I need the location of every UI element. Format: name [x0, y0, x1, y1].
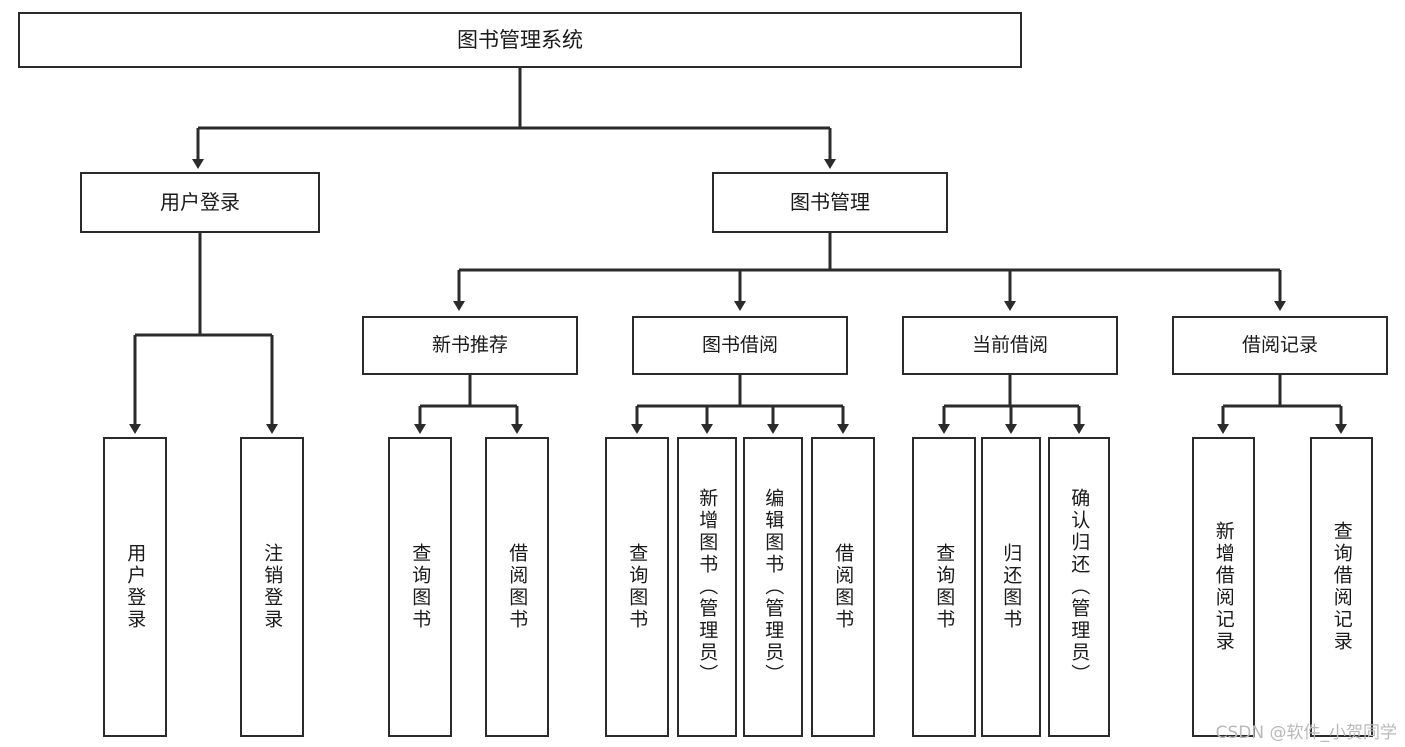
leaf-label: 查询借阅记录 [1330, 521, 1353, 653]
leaf-current-return-book[interactable]: 归还图书 [981, 437, 1041, 737]
leaf-user-login-logout[interactable]: 注销登录 [240, 437, 304, 737]
node-current-borrow-label: 当前借阅 [971, 334, 1048, 357]
leaf-current-query-book[interactable]: 查询图书 [912, 437, 976, 737]
node-root[interactable]: 图书管理系统 [18, 12, 1022, 68]
node-user-login[interactable]: 用户登录 [80, 172, 320, 233]
leaf-user-login-login[interactable]: 用户登录 [103, 437, 167, 737]
leaf-borrow-add-book-admin[interactable]: 新增图书（管理员） [677, 437, 737, 737]
leaf-recommend-query-book[interactable]: 查询图书 [388, 437, 452, 737]
node-book-borrow[interactable]: 图书借阅 [632, 316, 848, 375]
leaf-recommend-borrow-book[interactable]: 借阅图书 [485, 437, 549, 737]
node-user-login-label: 用户登录 [160, 189, 240, 214]
leaf-label: 编辑图书（管理员） [762, 488, 785, 686]
node-root-label: 图书管理系统 [457, 27, 583, 52]
leaf-label: 借阅图书 [832, 543, 855, 631]
leaf-label: 查询图书 [933, 543, 956, 631]
node-book-management[interactable]: 图书管理 [712, 172, 948, 233]
leaf-label: 注销登录 [261, 543, 284, 631]
leaf-borrow-query-book[interactable]: 查询图书 [605, 437, 669, 737]
leaf-label: 新增借阅记录 [1212, 521, 1235, 653]
leaf-current-confirm-return-admin[interactable]: 确认归还（管理员） [1048, 437, 1110, 737]
leaf-label: 用户登录 [124, 543, 147, 631]
leaf-borrow-borrow-book[interactable]: 借阅图书 [811, 437, 875, 737]
leaf-label: 查询图书 [626, 543, 649, 631]
leaf-record-query-record[interactable]: 查询借阅记录 [1310, 437, 1373, 737]
leaf-borrow-edit-book-admin[interactable]: 编辑图书（管理员） [743, 437, 803, 737]
node-book-borrow-label: 图书借阅 [701, 334, 778, 357]
node-borrow-record-label: 借阅记录 [1241, 334, 1318, 357]
node-current-borrow[interactable]: 当前借阅 [902, 316, 1118, 375]
leaf-record-add-record[interactable]: 新增借阅记录 [1192, 437, 1255, 737]
leaf-label: 归还图书 [1000, 543, 1023, 631]
csdn-watermark: CSDN @软件_小贺同学 [1215, 723, 1397, 743]
leaf-label: 新增图书（管理员） [696, 488, 719, 686]
leaf-label: 确认归还（管理员） [1068, 488, 1091, 686]
node-book-management-label: 图书管理 [790, 189, 870, 214]
node-new-book-recommend-label: 新书推荐 [431, 334, 508, 357]
node-borrow-record[interactable]: 借阅记录 [1172, 316, 1388, 375]
leaf-label: 借阅图书 [506, 543, 529, 631]
leaf-label: 查询图书 [409, 543, 432, 631]
node-new-book-recommend[interactable]: 新书推荐 [362, 316, 578, 375]
